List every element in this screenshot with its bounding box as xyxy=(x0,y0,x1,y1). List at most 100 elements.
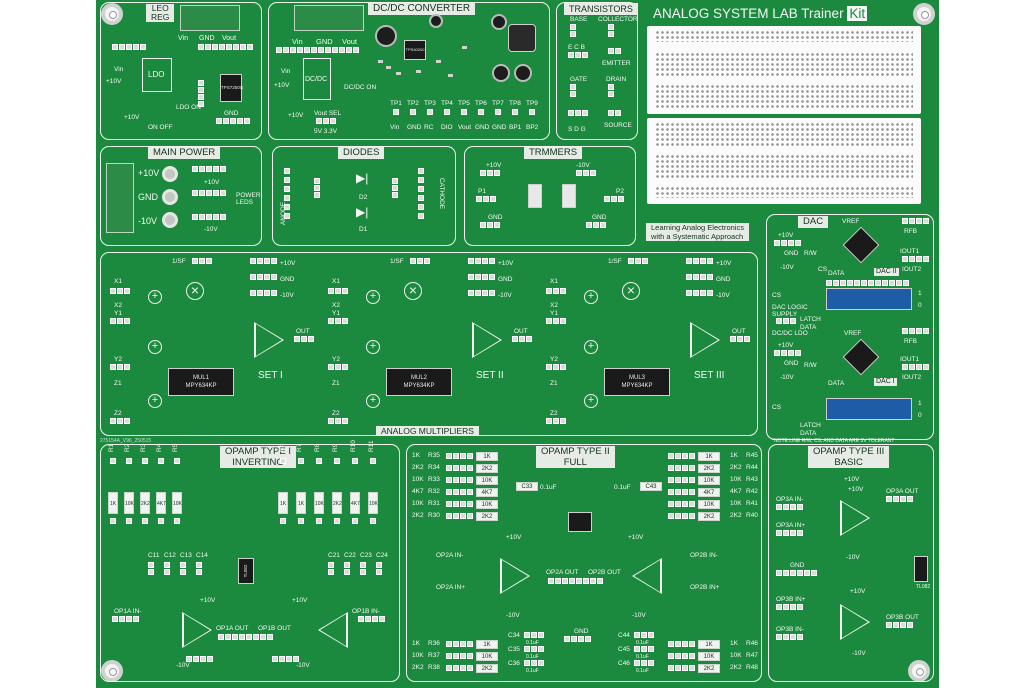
ldo-side-header[interactable] xyxy=(198,80,204,107)
opamp1-resistor-pin[interactable] xyxy=(316,518,322,524)
transistor-bjt-pins[interactable] xyxy=(568,52,588,58)
main-power-header-top[interactable] xyxy=(192,166,226,172)
dac-power-header-1[interactable] xyxy=(774,240,801,246)
transistor-fet-pins[interactable] xyxy=(568,110,588,116)
opamp1-bottom-header[interactable] xyxy=(186,656,213,662)
diode-mid-header-2[interactable] xyxy=(392,178,398,198)
opamp2-gnd-header[interactable] xyxy=(564,636,591,642)
mul-y2-header[interactable] xyxy=(328,364,348,370)
trimmer-minus10-header[interactable] xyxy=(576,170,596,176)
mul-sf-header[interactable] xyxy=(628,258,648,264)
mul-x1-header[interactable] xyxy=(546,288,566,294)
opamp1-cap-header[interactable] xyxy=(328,562,334,575)
opamp1-cap-header[interactable] xyxy=(360,562,366,575)
opamp1-cap-header[interactable] xyxy=(164,562,170,575)
opamp3-op3b-in-header[interactable] xyxy=(776,604,803,610)
mul-power-header[interactable] xyxy=(686,258,713,264)
mul-y2-header[interactable] xyxy=(110,364,130,370)
dcdc-top-header[interactable] xyxy=(276,47,359,53)
ldo-bottom-header[interactable] xyxy=(216,118,250,124)
mul-z2-header[interactable] xyxy=(328,418,348,424)
post-gnd[interactable] xyxy=(162,189,178,205)
mul-z2-header[interactable] xyxy=(110,418,130,424)
opamp3-gnd-header[interactable] xyxy=(776,570,817,576)
opamp1-resistor-pin[interactable] xyxy=(370,518,376,524)
dac-rfb-header-2[interactable] xyxy=(902,328,929,334)
opamp3-op3a-out-header[interactable] xyxy=(886,496,913,502)
dac-data-switch-2[interactable] xyxy=(826,288,912,310)
opamp2-r-header[interactable] xyxy=(446,665,473,671)
opamp2-r-header[interactable] xyxy=(668,653,695,659)
trimmer-p2-header[interactable] xyxy=(604,196,624,202)
testpoint-pin[interactable] xyxy=(427,109,433,115)
mul-y-header[interactable] xyxy=(546,318,566,324)
mul-out-header[interactable] xyxy=(294,336,314,342)
opamp1-resistor-pin[interactable] xyxy=(142,518,148,524)
trimmer-p1-pot[interactable] xyxy=(528,184,542,208)
testpoint-pin[interactable] xyxy=(495,109,501,115)
mul-gnd-header[interactable] xyxy=(468,274,495,280)
testpoint-pin[interactable] xyxy=(529,109,535,115)
main-power-header-mid[interactable] xyxy=(192,190,226,196)
trimmer-gnd2-header[interactable] xyxy=(586,222,606,228)
opamp1-bottom-header-2[interactable] xyxy=(272,656,299,662)
mul-gnd-header[interactable] xyxy=(250,274,277,280)
opamp1-resistor-pin[interactable] xyxy=(334,518,340,524)
opamp2-r-header[interactable] xyxy=(668,465,695,471)
opamp1-resistor-pin[interactable] xyxy=(298,518,304,524)
opamp1-resistor-pin[interactable] xyxy=(110,458,116,464)
mul-power-header[interactable] xyxy=(468,258,495,264)
opamp1-resistor-pin[interactable] xyxy=(126,518,132,524)
diode-anode-headers[interactable] xyxy=(284,168,290,219)
mul-x1-header[interactable] xyxy=(328,288,348,294)
mul-out-header[interactable] xyxy=(730,336,750,342)
opamp1-cap-header[interactable] xyxy=(344,562,350,575)
breadboard-top[interactable] xyxy=(647,26,921,114)
mul-y-header[interactable] xyxy=(328,318,348,324)
opamp1-out-header[interactable] xyxy=(218,634,273,640)
opamp1-resistor-pin[interactable] xyxy=(158,518,164,524)
opamp2-cap-header[interactable] xyxy=(524,632,544,638)
breadboard-bottom[interactable] xyxy=(647,118,921,204)
opamp2-r-header[interactable] xyxy=(446,653,473,659)
opamp2-r-header[interactable] xyxy=(668,477,695,483)
opamp3-op3a-inp-header[interactable] xyxy=(776,530,803,536)
opamp1-resistor-pin[interactable] xyxy=(110,518,116,524)
transistor-drain-header[interactable] xyxy=(608,84,614,97)
trimmer-p1-header[interactable] xyxy=(476,196,496,202)
opamp2-cap-header[interactable] xyxy=(524,646,544,652)
opamp1-resistor-pin[interactable] xyxy=(298,458,304,464)
opamp2-cap-header[interactable] xyxy=(634,660,654,666)
mul-minus10-header[interactable] xyxy=(686,290,713,296)
mul-out-header[interactable] xyxy=(512,336,532,342)
opamp1-resistor-pin[interactable] xyxy=(158,458,164,464)
mul-minus10-header[interactable] xyxy=(468,290,495,296)
dac-data-switch-1[interactable] xyxy=(826,398,912,420)
opamp1-resistor-pin[interactable] xyxy=(174,458,180,464)
opamp3-op3b-inm-header[interactable] xyxy=(776,634,803,640)
opamp2-r-header[interactable] xyxy=(668,489,695,495)
dac-power-header-2[interactable] xyxy=(774,350,801,356)
opamp2-cap-header[interactable] xyxy=(524,660,544,666)
main-power-header-bot[interactable] xyxy=(192,214,226,220)
dac-iout-header-1[interactable] xyxy=(902,256,929,262)
opamp1-resistor-pin[interactable] xyxy=(174,518,180,524)
transistor-collector-header[interactable] xyxy=(608,24,614,37)
opamp1-resistor-pin[interactable] xyxy=(370,458,376,464)
opamp2-cap-header[interactable] xyxy=(634,632,654,638)
mul-y2-header[interactable] xyxy=(546,364,566,370)
opamp1-cap-header[interactable] xyxy=(376,562,382,575)
opamp2-r-header[interactable] xyxy=(446,641,473,647)
opamp1-resistor-pin[interactable] xyxy=(280,458,286,464)
dcdc-vout-sel-jumper[interactable] xyxy=(316,118,336,124)
trimmer-plus10-header[interactable] xyxy=(480,170,500,176)
opamp2-r-header[interactable] xyxy=(446,501,473,507)
trimmer-gnd-header[interactable] xyxy=(480,222,500,228)
opamp1-op1a-in-header[interactable] xyxy=(112,616,139,622)
opamp1-resistor-pin[interactable] xyxy=(142,458,148,464)
diode-mid-header[interactable] xyxy=(314,178,320,198)
dac-dip-switch-2[interactable] xyxy=(826,280,909,286)
trimmer-p2-pot[interactable] xyxy=(562,184,576,208)
testpoint-pin[interactable] xyxy=(393,109,399,115)
mul-z2-header[interactable] xyxy=(546,418,566,424)
